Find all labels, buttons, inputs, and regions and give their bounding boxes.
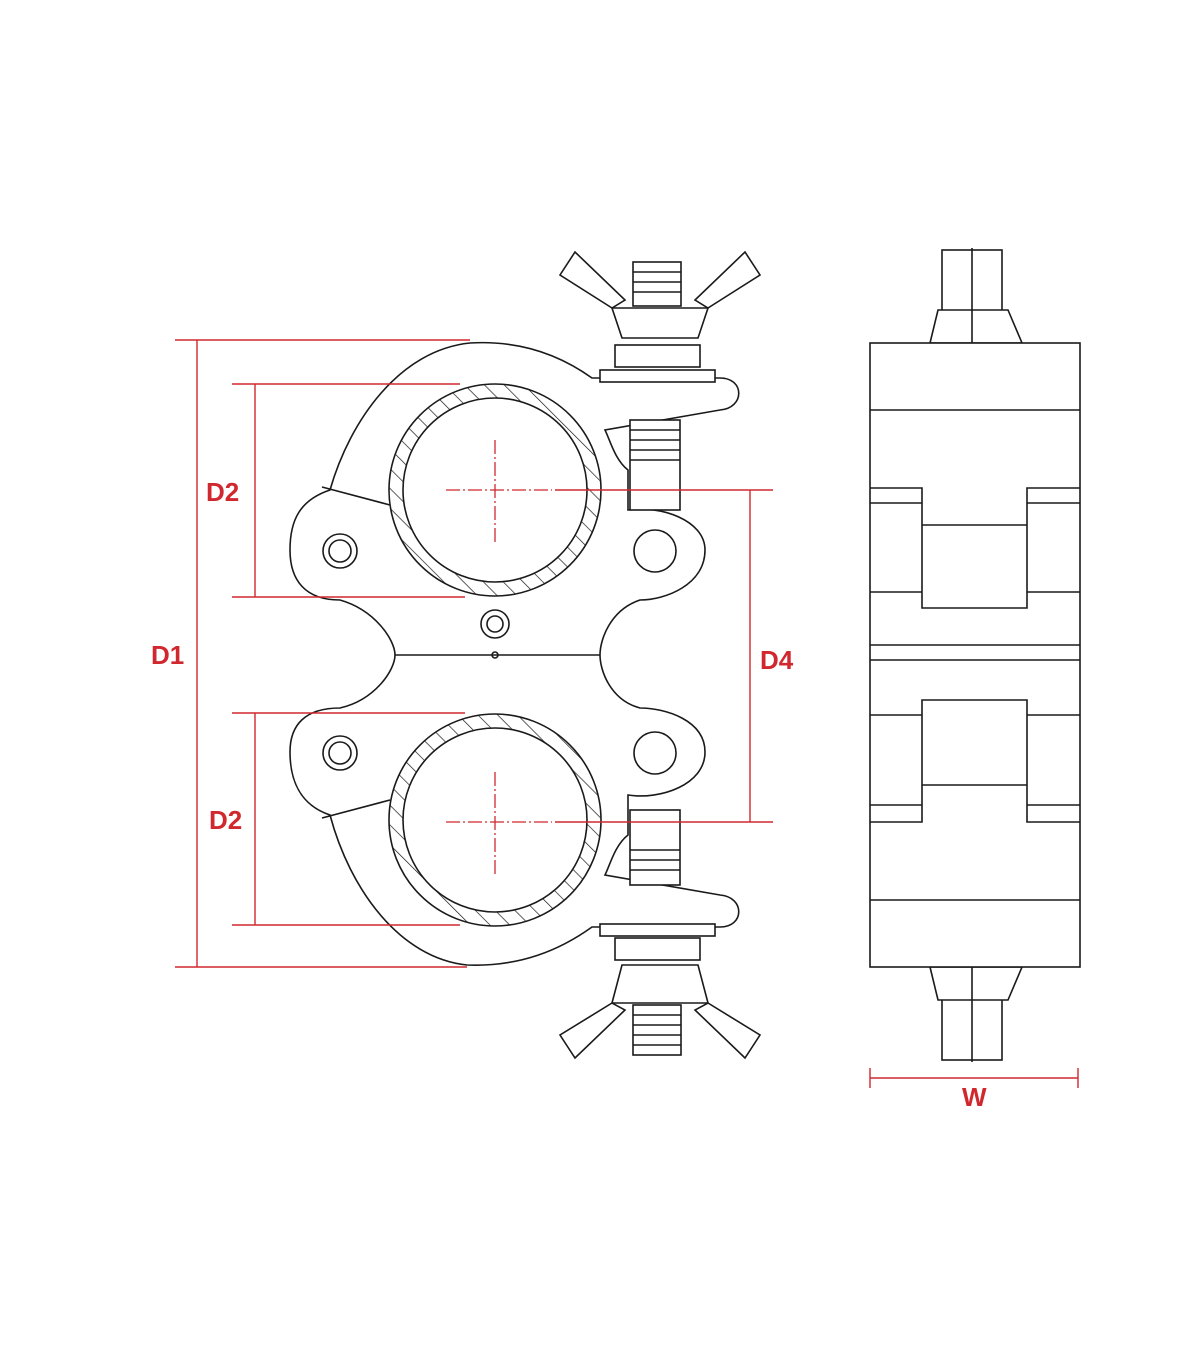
dimension-label-d4: D4 xyxy=(760,645,794,675)
dimension-label-d2-bottom: D2 xyxy=(209,805,243,835)
dimension-label-d1: D1 xyxy=(151,640,185,670)
dimension-label-d2-top: D2 xyxy=(206,477,240,507)
dimension-label-w: W xyxy=(962,1082,987,1112)
center-marks xyxy=(446,440,552,874)
clamp-side-view xyxy=(869,248,1081,1062)
dimension-lines xyxy=(175,339,1079,1088)
wing-nut-top xyxy=(558,250,762,511)
